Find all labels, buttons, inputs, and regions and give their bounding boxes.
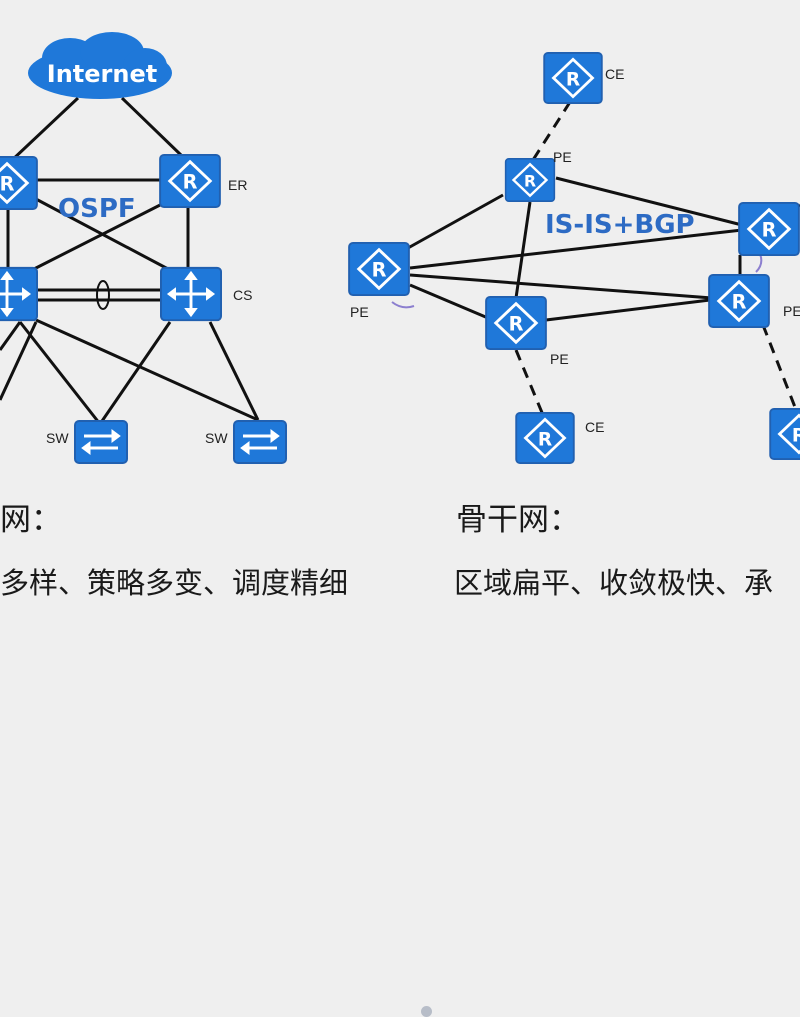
link-aggregation-ellipse — [96, 280, 110, 310]
internet-cloud: Internet — [28, 32, 172, 99]
right-top-router-icon — [738, 202, 800, 256]
left-heading: 网： — [0, 502, 62, 538]
pe-right-mid-label: PE — [783, 303, 800, 319]
pe-bottom-router-icon — [485, 296, 547, 350]
sw-left-label: SW — [46, 430, 69, 446]
ce-top-label: CE — [605, 66, 624, 82]
isis-bgp-label: IS-IS+BGP — [545, 210, 695, 240]
er-router-icon — [159, 154, 221, 208]
pe-bottom-label: PE — [550, 351, 569, 367]
internet-label: Internet — [47, 60, 157, 88]
cs-label: CS — [233, 287, 252, 303]
left-links — [0, 96, 260, 425]
bullet-dot — [421, 1006, 432, 1017]
purple-hint-arc-left — [391, 301, 415, 309]
right-topology: CE PE PE IS-IS+BGP PE CE PE — [348, 52, 800, 464]
ce-bottom-label: CE — [585, 419, 604, 435]
right-heading: 骨干网： — [456, 502, 580, 538]
right-dashed-links — [514, 101, 800, 421]
right-solid-links — [407, 176, 800, 322]
ospf-label: OSPF — [58, 194, 136, 224]
network-diagram: R — [0, 32, 800, 464]
left-router-icon — [0, 156, 38, 210]
description-row: 多样、策略多变、调度精细 区域扁平、收敛极快、承 — [0, 560, 800, 604]
pe-right-mid-router-icon — [708, 274, 770, 328]
er-label: ER — [228, 177, 247, 193]
pe-left-router-icon — [348, 242, 410, 296]
left-description: 多样、策略多变、调度精细 — [0, 566, 349, 600]
right-bottom-router-icon — [768, 408, 800, 460]
ce-bottom-router-icon — [514, 412, 576, 464]
left-core-switch-icon — [0, 266, 38, 322]
pe-top-router-icon — [504, 158, 556, 202]
cs-core-switch-icon — [160, 266, 222, 322]
sw-right-switch-icon — [233, 420, 287, 464]
pe-top-label: PE — [553, 149, 572, 165]
right-description: 区域扁平、收敛极快、承 — [454, 566, 774, 600]
purple-hint-arc-right — [755, 253, 763, 273]
left-topology: Internet ER OSPF CS SW SW — [0, 32, 287, 464]
sw-right-label: SW — [205, 430, 228, 446]
sw-left-switch-icon — [74, 420, 128, 464]
ce-top-router-icon — [542, 52, 604, 104]
heading-row: 网： 骨干网： — [0, 494, 800, 1017]
pe-left-label: PE — [350, 304, 369, 320]
